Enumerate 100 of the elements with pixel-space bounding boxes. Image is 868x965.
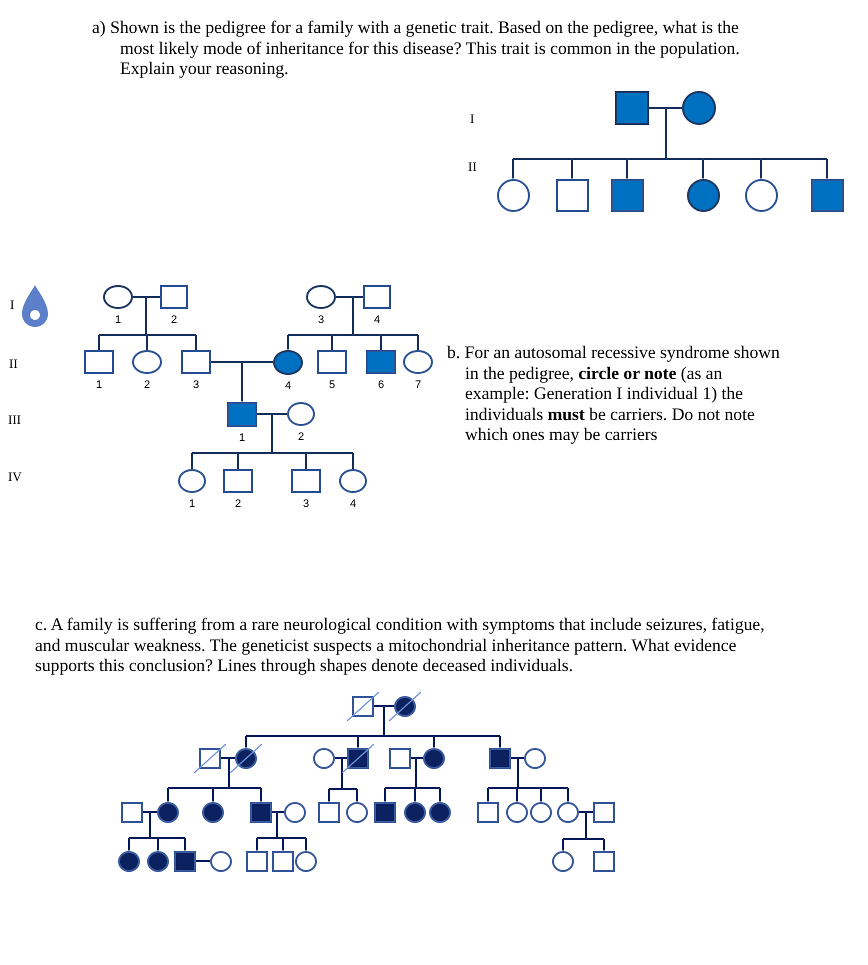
open-square-symbol <box>363 285 391 309</box>
individual-number: 4 <box>374 314 380 326</box>
open-circle-symbol <box>403 350 433 374</box>
individual-number: 6 <box>378 379 384 391</box>
mating-line <box>133 296 160 298</box>
sibship-line <box>129 837 185 839</box>
open-square-symbol <box>317 350 347 374</box>
filled-circle-symbol <box>394 696 416 716</box>
mating-line <box>374 705 394 707</box>
descent-line <box>191 453 193 469</box>
open-circle-symbol <box>132 350 162 374</box>
descent-line <box>571 159 573 178</box>
descent-line <box>417 335 419 350</box>
filled-square-symbol <box>174 850 196 872</box>
filled-circle-symbol <box>686 178 720 212</box>
descent-line <box>603 839 605 850</box>
filled-square-symbol <box>610 178 644 212</box>
sibship-line <box>488 787 568 789</box>
sibship-line <box>99 334 196 336</box>
descent-line <box>380 335 382 350</box>
descent-line <box>512 159 514 178</box>
descent-line <box>567 788 569 802</box>
descent-line <box>305 838 307 850</box>
sibship-line <box>246 735 500 737</box>
open-circle-symbol <box>210 850 232 872</box>
descent-line <box>383 706 385 736</box>
open-square-symbol <box>389 748 411 768</box>
descent-line <box>276 812 278 838</box>
descent-line <box>352 453 354 469</box>
descent-line <box>702 159 704 178</box>
mating-line <box>257 413 287 415</box>
descent-line <box>499 736 501 748</box>
open-circle-symbol <box>339 469 367 493</box>
descent-line <box>245 736 247 748</box>
open-square-symbol <box>223 469 253 493</box>
filled-circle-symbol <box>235 748 257 768</box>
mating-line <box>579 811 593 813</box>
generation-label: II <box>9 356 18 371</box>
descent-line <box>145 297 147 335</box>
descent-line <box>237 453 239 469</box>
individual-number: 4 <box>350 498 356 510</box>
individual-number: 2 <box>144 379 150 391</box>
open-square-symbol <box>291 469 321 493</box>
individual-number: 1 <box>189 498 196 510</box>
mating-line <box>511 757 524 759</box>
filled-circle-symbol <box>273 350 303 374</box>
descent-line <box>516 788 518 802</box>
filled-circle-symbol <box>423 748 445 768</box>
sibship-line <box>192 452 353 454</box>
descent-line <box>157 838 159 850</box>
filled-square-symbol <box>366 350 396 374</box>
sibship-line <box>563 838 604 840</box>
open-square-symbol <box>246 850 268 872</box>
open-square-symbol <box>84 350 114 374</box>
mating-line <box>272 811 284 813</box>
question-text: a) Shown is the pedigree for a family with a genetic trait. Based on the pedigree, what is the most likely mode of inheritance for this disease? This trait is common in the population. Explain your reasoning. <box>92 17 741 78</box>
open-square-symbol <box>160 285 188 309</box>
descent-line <box>331 335 333 350</box>
descent-line <box>256 838 258 850</box>
open-circle-symbol <box>530 802 552 822</box>
descent-line <box>357 736 359 748</box>
open-circle-symbol <box>744 178 778 212</box>
filled-square-symbol <box>489 748 511 768</box>
open-square-symbol <box>272 850 294 872</box>
sibship-line <box>257 837 306 839</box>
open-circle-symbol <box>313 748 335 768</box>
descent-line <box>282 838 284 850</box>
sibship-line <box>329 788 357 790</box>
sibship-line <box>513 158 827 160</box>
descent-line <box>195 335 197 350</box>
descent-line <box>415 758 417 788</box>
open-circle-symbol <box>295 850 317 872</box>
descent-line <box>540 788 542 802</box>
descent-line <box>98 335 100 350</box>
individual-number: 2 <box>298 431 304 443</box>
open-square-symbol <box>318 802 340 822</box>
individual-number: 2 <box>171 314 178 326</box>
descent-line <box>517 758 519 788</box>
filled-circle-symbol <box>118 850 140 872</box>
open-square-symbol <box>593 850 615 872</box>
descent-line <box>287 335 289 350</box>
open-square-symbol <box>121 802 143 822</box>
open-circle-symbol <box>346 802 368 822</box>
generation-label: I <box>10 297 14 312</box>
open-circle-symbol <box>506 802 528 822</box>
descent-line <box>241 394 243 402</box>
question-text: b. For an autosomal recessive syndrome shown in the pedigree, circle or note (as an example: Generation I individual 1) the individuals must be carriers. Do not note which ones may be carriers <box>447 342 781 444</box>
open-circle-symbol <box>178 469 206 493</box>
filled-circle-symbol <box>147 850 169 872</box>
individual-number: 1 <box>115 314 122 326</box>
descent-line <box>356 789 358 802</box>
descent-line <box>352 297 354 335</box>
filled-circle-symbol <box>157 802 179 822</box>
descent-line <box>149 812 151 838</box>
mating-line <box>221 757 235 759</box>
filled-square-symbol <box>250 802 272 822</box>
generation-label: IV <box>8 469 22 484</box>
descent-line <box>271 414 273 453</box>
open-circle-symbol <box>496 178 530 212</box>
open-circle-symbol <box>103 285 133 309</box>
